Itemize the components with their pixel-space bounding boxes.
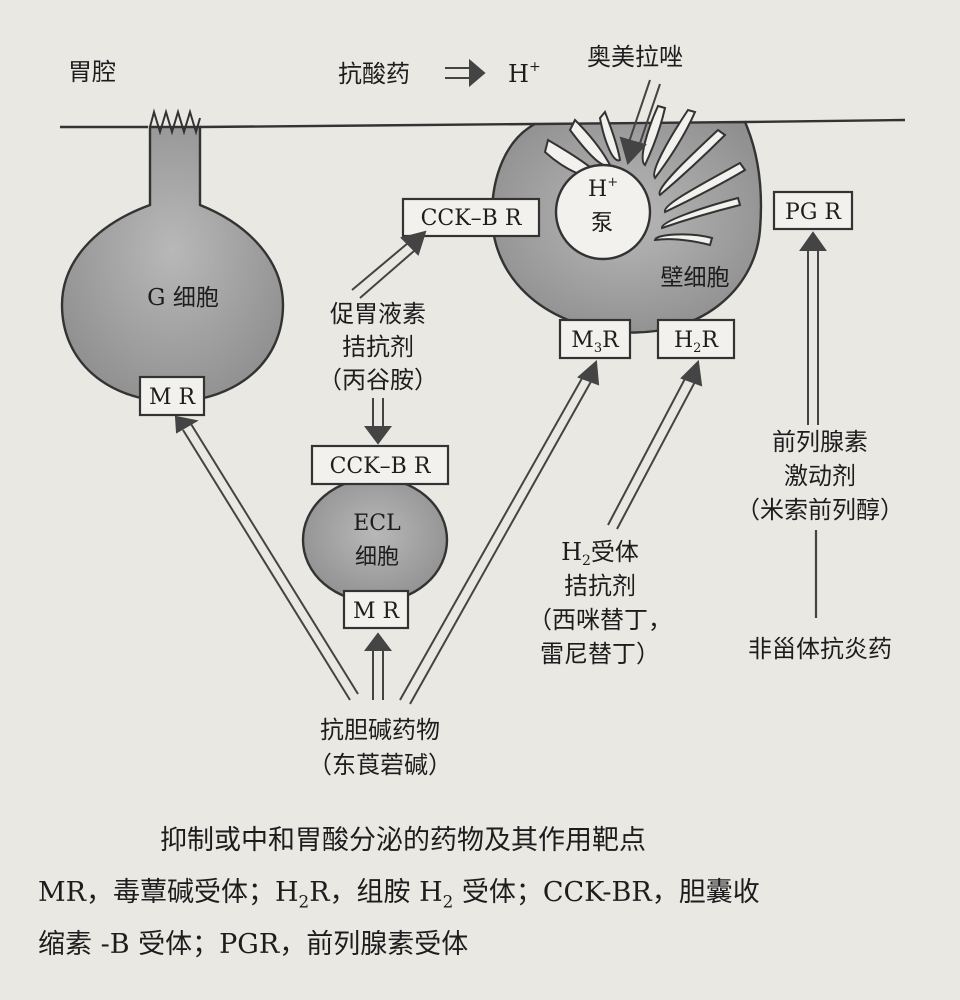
arrow-anticholinergic-to-m3r <box>399 359 600 705</box>
gastrin-antagonist-line1: 促胃液素 <box>330 300 426 328</box>
arrow-h2-to-h2r <box>607 359 703 530</box>
omeprazole-label: 奥美拉唑 <box>587 43 683 71</box>
prostaglandin-line2: 激动剂 <box>784 462 856 490</box>
m3r-label: M3R <box>571 328 620 356</box>
g-cell-label: G 细胞 <box>147 285 219 311</box>
pgr-label: PG R <box>785 200 842 225</box>
caption-line3: 缩素 -B 受体；PGR，前列腺素受体 <box>38 929 469 960</box>
arrow-gastrin-to-ecl <box>364 398 392 445</box>
mr-box-ecl <box>342 589 410 630</box>
arrow-gastrin-to-cck <box>351 230 427 299</box>
pump-h-label: H+ <box>588 175 618 202</box>
prostaglandin-line1: 前列腺素 <box>772 428 868 456</box>
h2-antagonist-line4: 雷尼替丁） <box>540 640 660 668</box>
pump-label: 泵 <box>591 211 613 236</box>
gastrin-antagonist-line3: （丙谷胺） <box>318 366 438 394</box>
mr-g-label: M R <box>149 385 197 410</box>
h2-antagonist-line3: （西咪替丁， <box>528 606 672 634</box>
arrow-antacid <box>445 58 486 88</box>
antacid-label: 抗酸药 <box>338 60 410 88</box>
pgr-box <box>772 190 854 231</box>
nsaid-label: 非甾体抗炎药 <box>748 635 892 663</box>
ecl-cell <box>301 476 449 604</box>
arrow-anticholinergic-to-g-mr <box>174 415 359 701</box>
h2r-label: H2R <box>674 328 719 356</box>
arrow-anticholinergic-to-ecl-mr <box>364 632 392 700</box>
prostaglandin-line3: （米索前列醇） <box>736 496 904 524</box>
mucosa-line <box>60 118 906 129</box>
h-plus-label: H+ <box>508 59 541 88</box>
anticholinergic-line2: （东莨菪碱） <box>308 751 452 779</box>
arrows <box>174 58 827 705</box>
caption-title: 抑制或中和胃酸分泌的药物及其作用靶点 <box>160 825 646 856</box>
h2-antagonist-line1: H2受体 <box>561 538 639 569</box>
mr-ecl-label: M R <box>353 599 401 624</box>
ecl-label-line2: 细胞 <box>355 545 399 570</box>
g-cell <box>60 108 285 404</box>
arrow-prostaglandin-to-pgr <box>799 231 827 425</box>
arrow-omeprazole <box>619 79 661 165</box>
cck-br-box-top <box>401 197 541 238</box>
caption-line2: MR，毒蕈碱受体；H2R，组胺 H2 受体；CCK-BR，胆囊收 <box>38 877 760 912</box>
ecl-label-line1: ECL <box>353 511 401 536</box>
cck-br-box-ecl <box>310 444 450 486</box>
m3r-box <box>558 318 632 360</box>
cck-br-top-label: CCK–B R <box>421 206 523 231</box>
gastrin-antagonist-line2: 拮抗剂 <box>342 333 414 361</box>
mr-box-g <box>138 375 206 417</box>
cck-br-ecl-label: CCK–B R <box>330 454 432 479</box>
proton-pump <box>554 163 652 261</box>
parietal-label: 壁细胞 <box>661 265 730 291</box>
h2r-box <box>656 318 736 360</box>
anticholinergic-line1: 抗胆碱药物 <box>320 716 440 744</box>
lumen-label: 胃腔 <box>68 58 116 86</box>
h2-antagonist-line2: 拮抗剂 <box>564 572 636 600</box>
